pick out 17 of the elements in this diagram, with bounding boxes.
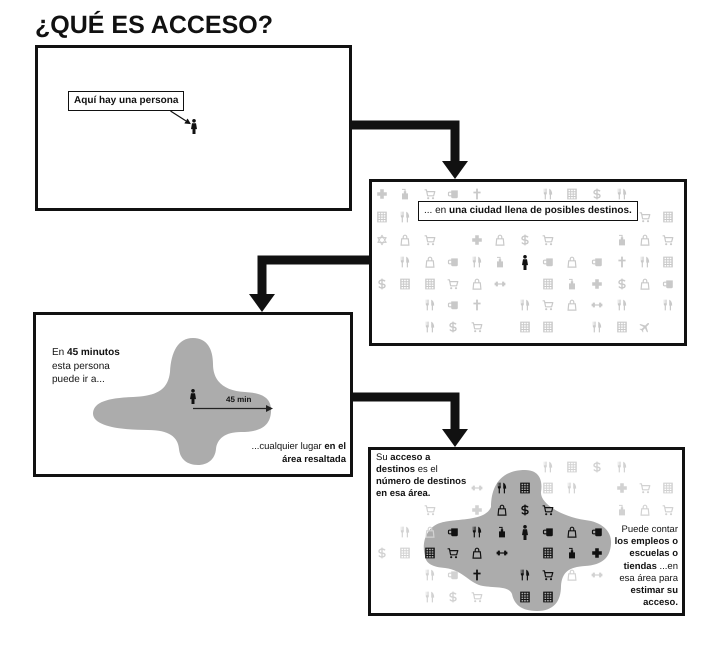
flow-arrow [352, 120, 468, 179]
flow-arrow [353, 392, 468, 447]
caption-text: Puede contar los empleos o escuelas o tiendas ...en esa área para estimar su acceso. [614, 524, 678, 610]
title: ¿QUÉ ES ACCESO? [35, 12, 273, 40]
caption-text: ...cualquier lugar en el área resaltada [250, 440, 346, 466]
caption-text: Su acceso a destinos es el número de destinos en esa área. [376, 452, 468, 500]
person-icon [191, 118, 197, 134]
panel [33, 312, 353, 477]
caption-text: En 45 minutos esta persona puede ir a... [52, 346, 121, 386]
dimension-label: 45 min [226, 396, 252, 404]
panel [368, 447, 685, 616]
caption-box: ... en una ciudad llena de posibles destinos. [418, 201, 638, 221]
caption-box: Aquí hay una persona [68, 91, 184, 111]
flow-arrow [249, 256, 369, 312]
panel [35, 45, 352, 211]
leader-arrow [170, 110, 191, 124]
panel [369, 179, 687, 346]
